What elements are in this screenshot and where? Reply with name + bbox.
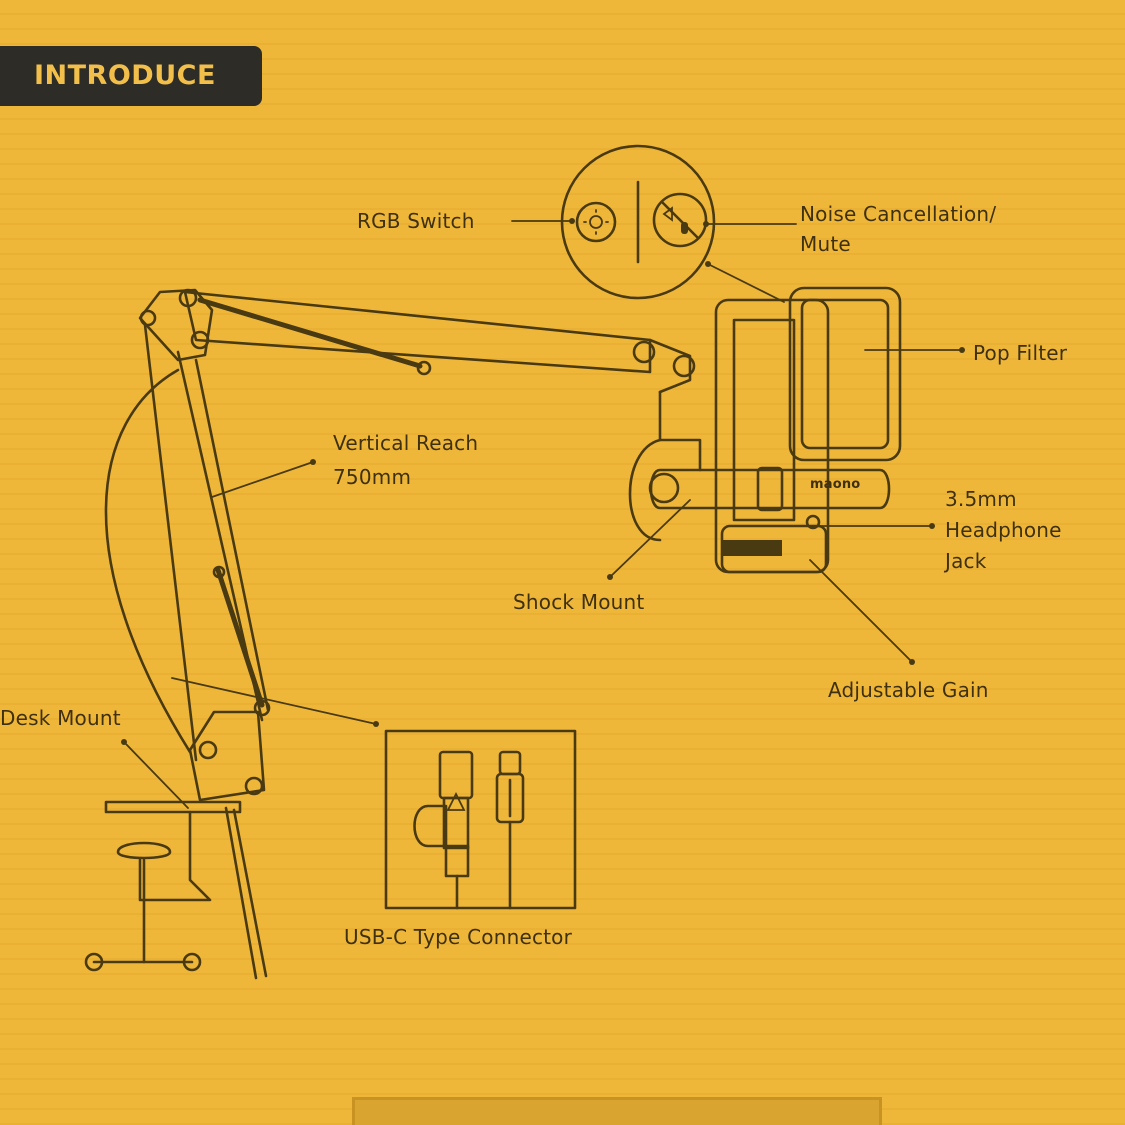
section-header: INTRODUCE [0,46,262,106]
button-closeup [560,144,716,300]
label-noise-cancellation: Noise Cancellation/ [800,202,997,226]
usb-connector-box [384,729,577,910]
label-vertical-reach-value: 750mm [333,465,412,489]
rgb-switch-icon [575,201,617,243]
label-headphone-jack: Jack [945,549,987,573]
label-vertical-reach: Vertical Reach [333,431,479,455]
label-usb-c: USB-C Type Connector [344,925,573,949]
pop-filter-frame [788,286,902,462]
shock-mount [628,390,891,542]
mute-icon [652,192,708,248]
headphone-jack-icon [805,514,821,530]
label-headphone-size: 3.5mm [945,487,1017,511]
mic-brand-logo: maono [810,477,861,492]
desk-clamp [84,800,242,972]
label-pop-filter: Pop Filter [973,341,1068,365]
label-adjustable-gain: Adjustable Gain [828,678,989,702]
microphone [714,286,902,574]
label-shock-mount: Shock Mount [513,590,645,614]
label-headphone: Headphone [945,518,1062,542]
box-cutout [352,1097,882,1125]
label-rgb-switch: RGB Switch [357,209,475,233]
label-mute: Mute [800,232,851,256]
boom-arm [104,288,696,980]
label-desk-mount: Desk Mount [0,706,121,730]
